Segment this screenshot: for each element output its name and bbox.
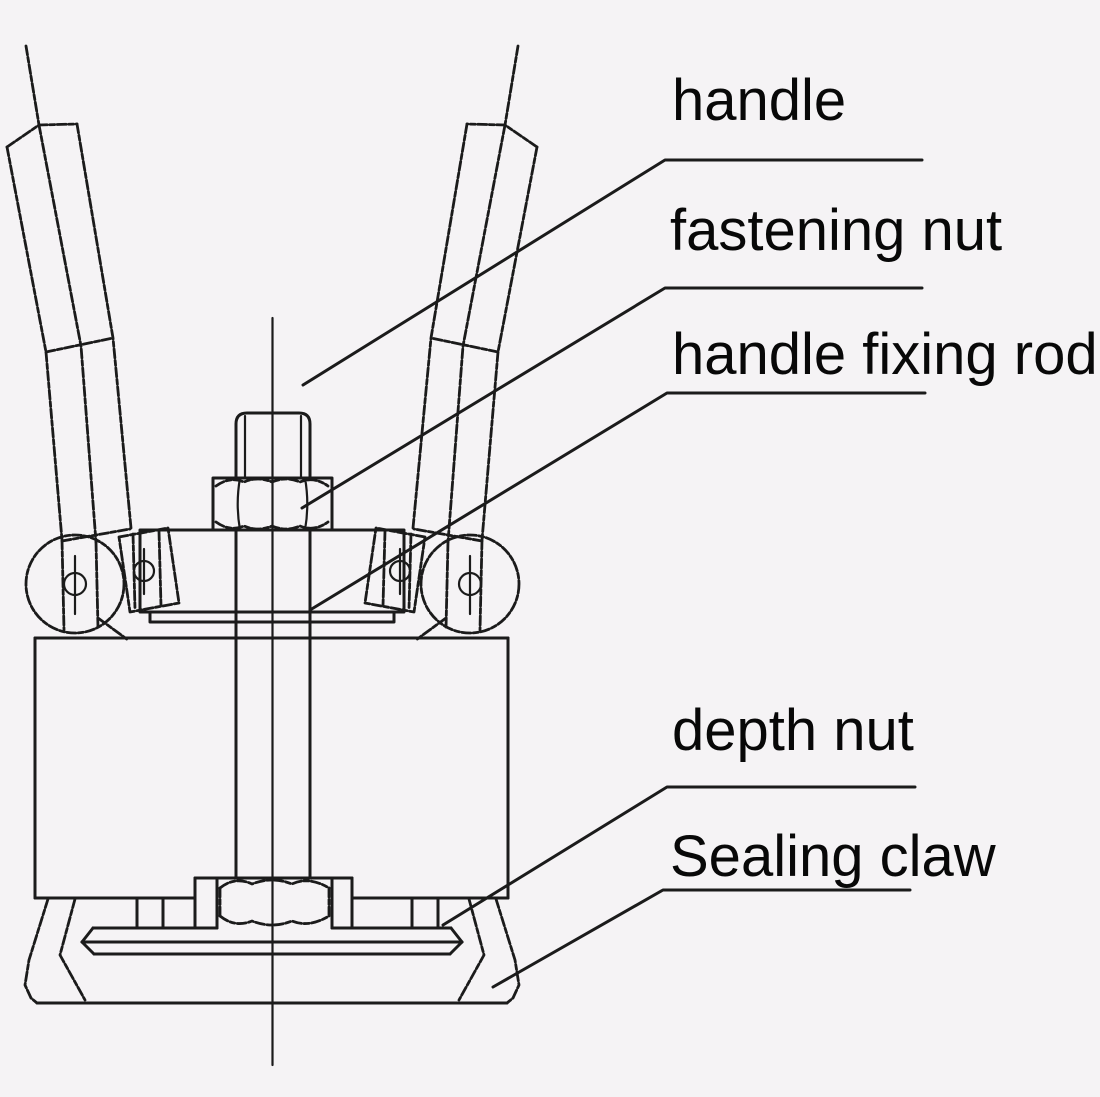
crossbar (138, 528, 406, 624)
leader-handle (301, 158, 924, 387)
claw-plate (80, 897, 464, 956)
handle-fixing-rod (234, 528, 312, 880)
label-sealing-claw: Sealing claw (670, 824, 997, 889)
pivot-left-roller (24, 533, 126, 635)
pivot-right (363, 526, 521, 642)
leader-fastening-nut (300, 286, 924, 510)
label-depth-nut: depth nut (672, 698, 914, 763)
pivot-right-roller (419, 533, 521, 635)
sealing-claw-legs (23, 897, 521, 1005)
labels: handle fastening nut handle fixing rod d… (670, 68, 1098, 889)
pivot-left-link (117, 526, 181, 614)
bolt-head (234, 411, 312, 480)
handle-left-tip-line (24, 44, 41, 127)
handle-right (411, 44, 539, 632)
leader-depth-nut (441, 785, 917, 927)
label-fastening-nut: fastening nut (670, 198, 1002, 263)
handle-left (5, 44, 133, 632)
depth-nut (193, 876, 354, 930)
leader-sealing-claw (491, 888, 912, 989)
label-handle: handle (672, 68, 846, 133)
pivot-left (24, 526, 181, 642)
label-handle-fixing-rod: handle fixing rod (672, 322, 1098, 387)
leader-handle-fixing-rod (308, 391, 927, 612)
leader-lines (300, 158, 927, 989)
pivot-right-link (363, 526, 427, 614)
handle-right-tip-line (503, 44, 520, 127)
body-block (33, 636, 510, 900)
